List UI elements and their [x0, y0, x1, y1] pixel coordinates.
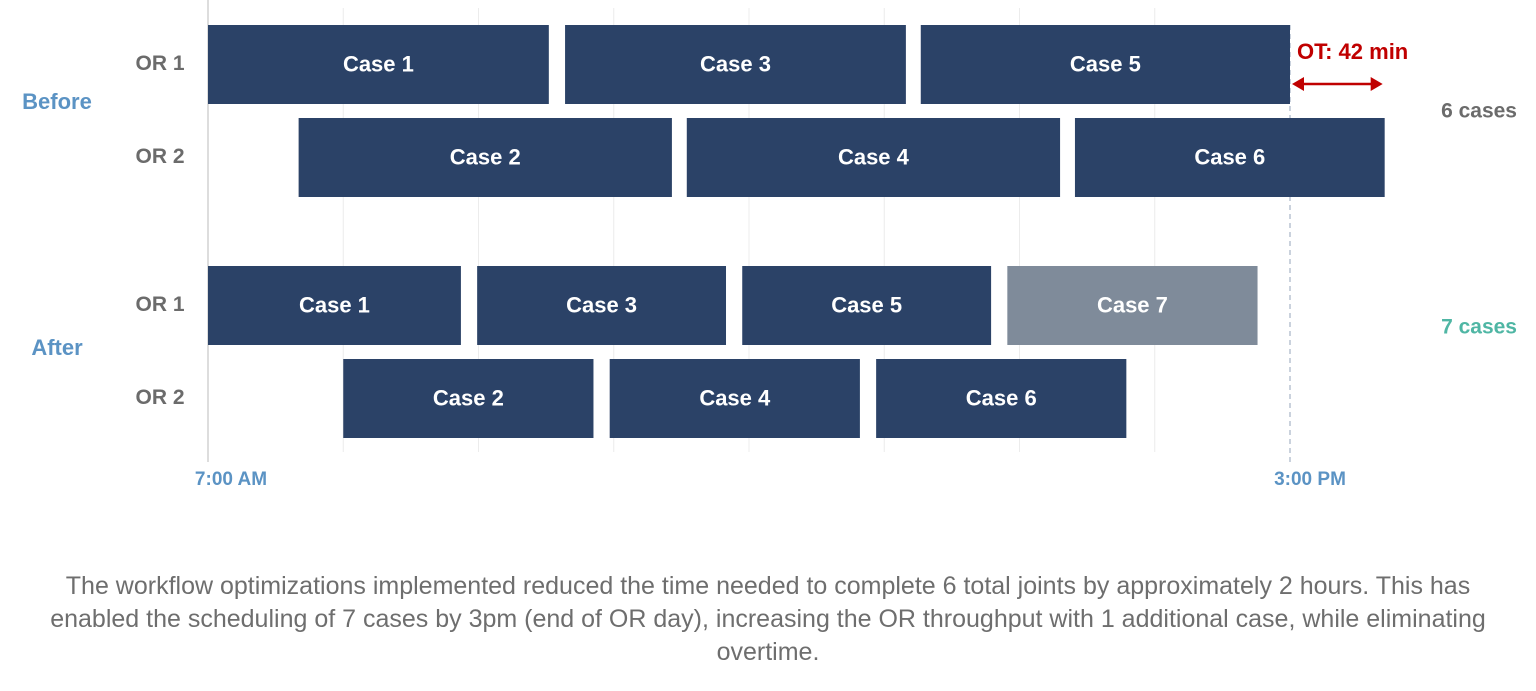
case-bar	[343, 359, 594, 438]
caption: The workflow optimizations implemented r…	[50, 572, 1486, 666]
case-bar	[1007, 266, 1258, 345]
case-label: Case 4	[699, 385, 771, 410]
room-label: OR 2	[135, 145, 184, 168]
case-bar	[208, 25, 549, 104]
case-bar	[298, 118, 672, 197]
case-label: Case 6	[1194, 144, 1265, 169]
case-count-label: 6 cases	[1441, 100, 1517, 123]
case-label: Case 1	[299, 292, 370, 317]
case-label: Case 4	[838, 144, 910, 169]
case-bar	[920, 25, 1290, 104]
case-label: Case 5	[831, 292, 902, 317]
case-bar	[208, 266, 461, 345]
case-bar	[477, 266, 727, 345]
time-tick-label: 7:00 AM	[195, 469, 267, 490]
case-bar	[609, 359, 860, 438]
case-bar	[1074, 118, 1385, 197]
case-label: Case 7	[1097, 292, 1168, 317]
case-label: Case 3	[700, 51, 771, 76]
time-tick-label: 3:00 PM	[1274, 469, 1346, 490]
room-label: OR 1	[135, 52, 184, 75]
overtime-annotation: OT: 42 min	[1292, 39, 1408, 91]
case-count-label: 7 cases	[1441, 316, 1517, 339]
case-label: Case 5	[1070, 51, 1141, 76]
case-label: Case 2	[433, 385, 504, 410]
case-label: Case 3	[566, 292, 637, 317]
case-bar	[686, 118, 1061, 197]
case-label: Case 1	[343, 51, 414, 76]
group-label: After	[31, 335, 83, 360]
room-label: OR 2	[135, 386, 184, 409]
case-bars	[208, 25, 1385, 438]
case-bar	[876, 359, 1127, 438]
room-label: OR 1	[135, 293, 184, 316]
case-label: Case 6	[966, 385, 1037, 410]
group-label: Before	[22, 89, 92, 114]
chart-labels: Before 6 cases OR 1 Case 1 Case 3 Case 5 OR 2 C…	[22, 51, 1517, 490]
case-label: Case 2	[450, 144, 521, 169]
overtime-arrow-head-right	[1370, 77, 1383, 91]
overtime-label: OT: 42 min	[1297, 39, 1408, 64]
case-bar	[742, 266, 992, 345]
or-schedule-chart: Before 6 cases OR 1 Case 1 Case 3 Case 5 OR 2 C…	[22, 0, 1517, 490]
case-bar	[565, 25, 906, 104]
overtime-arrow-head-left	[1292, 77, 1304, 91]
